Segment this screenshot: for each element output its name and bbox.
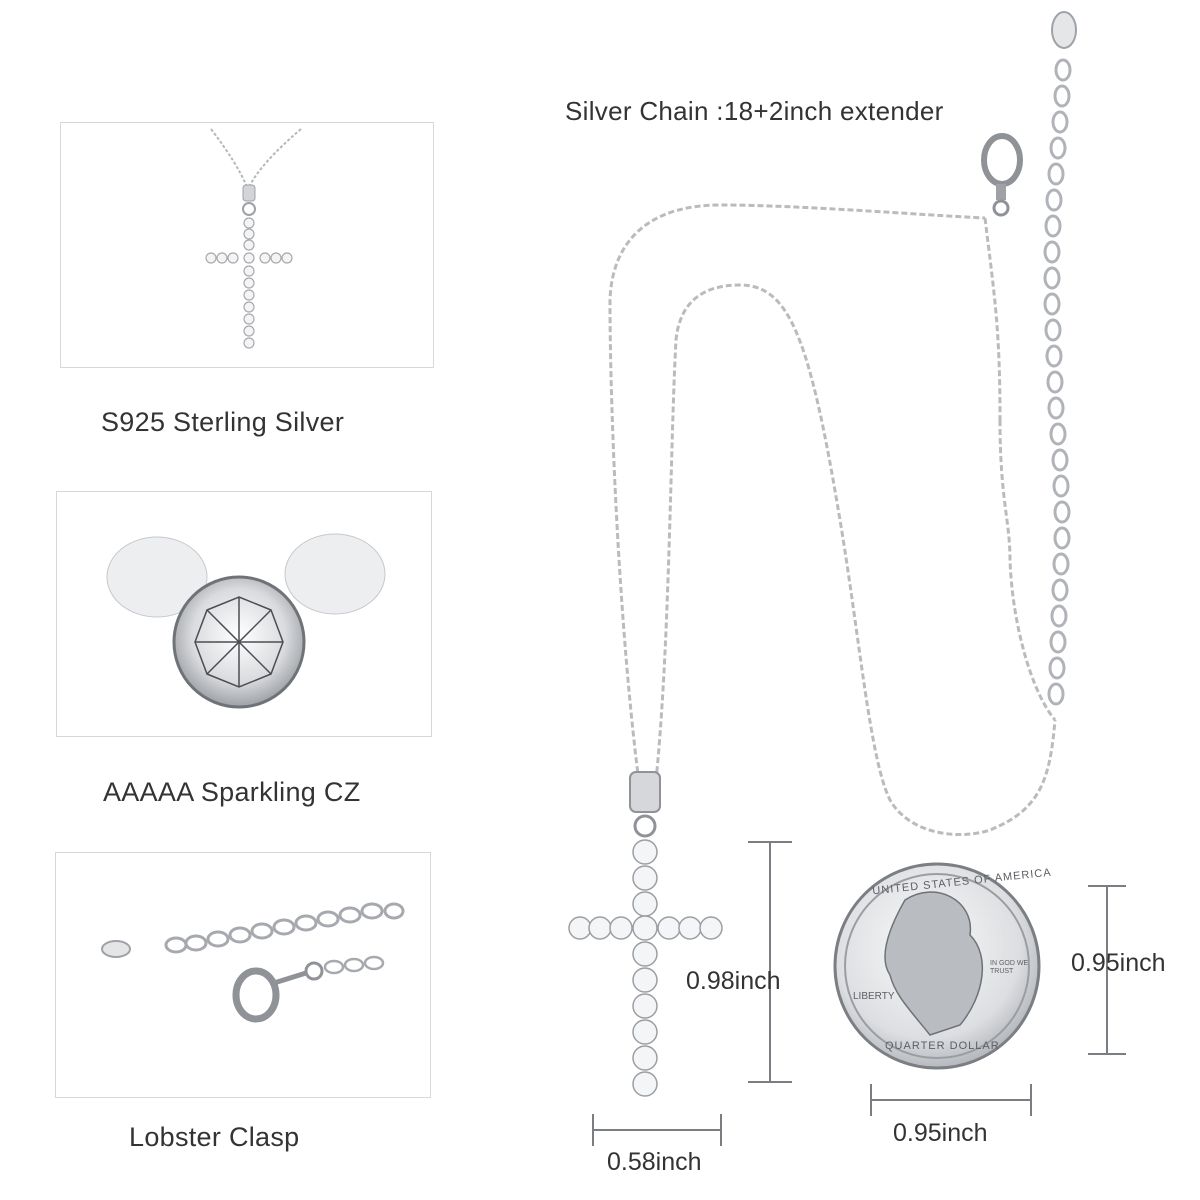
outer-chain bbox=[608, 203, 986, 791]
chain-length-label: Silver Chain :18+2inch extender bbox=[565, 96, 944, 126]
coin-width-label: 0.95inch bbox=[893, 1119, 988, 1147]
extender-chain bbox=[1043, 58, 1072, 706]
cross-pendant-icon bbox=[568, 771, 723, 1097]
coin-width-dimension bbox=[870, 1084, 1032, 1116]
cubic-zirconia-gems-icon bbox=[106, 533, 386, 709]
extender-tag-icon bbox=[1051, 11, 1077, 49]
feature-panel-sterling-silver bbox=[60, 122, 434, 368]
cross-pendant-icon bbox=[205, 128, 302, 349]
feature-panel-sparkling-cz bbox=[56, 491, 432, 737]
feature-label-sterling-silver: S925 Sterling Silver bbox=[101, 407, 345, 437]
feature-label-lobster-clasp: Lobster Clasp bbox=[129, 1122, 300, 1152]
coin-motto-trust: IN GOD WE TRUST bbox=[990, 960, 1029, 975]
pendant-width-label: 0.58inch bbox=[607, 1148, 702, 1176]
inner-chain bbox=[653, 283, 1057, 836]
quarter-coin-icon bbox=[833, 862, 1041, 1070]
pendant-width-dimension bbox=[592, 1114, 722, 1146]
coin-bottom-text: QUARTER DOLLAR bbox=[885, 1040, 1000, 1052]
lobster-clasp-extender-icon bbox=[101, 902, 405, 1023]
coin-motto-liberty: LIBERTY bbox=[853, 991, 895, 1002]
pendant-height-dimension bbox=[748, 841, 792, 1083]
coin-height-label: 0.95inch bbox=[1071, 949, 1166, 977]
lobster-clasp-icon bbox=[981, 133, 1023, 217]
coin-height-dimension bbox=[1088, 885, 1126, 1055]
feature-panel-lobster-clasp bbox=[55, 852, 431, 1098]
feature-label-sparkling-cz: AAAAA Sparkling CZ bbox=[103, 777, 361, 807]
pendant-height-label: 0.98inch bbox=[686, 967, 781, 995]
